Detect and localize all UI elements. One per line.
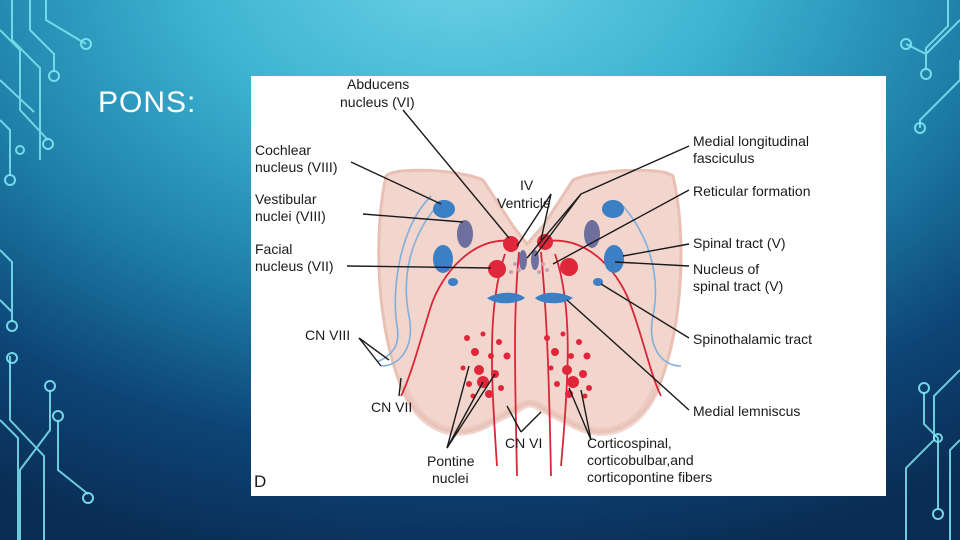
slide-title: PONS: [98, 86, 197, 119]
panel-letter: D [254, 472, 266, 491]
cochlear-nucleus-right [602, 200, 624, 218]
label-mlf-2: fasciculus [693, 150, 754, 166]
cochlear-nucleus-left [433, 200, 455, 218]
label-nucleus-spinal-1: Nucleus of [693, 261, 759, 277]
label-spinothalamic: Spinothalamic tract [693, 331, 812, 347]
mlf-left [519, 250, 527, 270]
label-medial-lemniscus: Medial lemniscus [693, 403, 800, 419]
label-vestibular-1: Vestibular [255, 191, 317, 207]
spinothalamic-left [448, 278, 458, 286]
label-vestibular-2: nuclei (VIII) [255, 208, 326, 224]
spinothalamic-right [593, 278, 603, 286]
label-nucleus-spinal-2: spinal tract (V) [693, 278, 783, 294]
label-ventricle-1: IV [520, 177, 534, 193]
label-cochlear-1: Cochlear [255, 142, 311, 158]
mlf-right [531, 250, 539, 270]
label-facial-1: Facial [255, 241, 292, 257]
label-pontine-2: nuclei [432, 470, 469, 486]
label-cortico-2: corticobulbar,and [587, 452, 694, 468]
spinal-nucleus-left [433, 245, 453, 273]
label-mlf-1: Medial longitudinal [693, 133, 809, 149]
label-cn6: CN VI [505, 435, 542, 451]
abducens-nucleus-left [503, 236, 519, 252]
label-facial-2: nucleus (VII) [255, 258, 334, 274]
label-cochlear-2: nucleus (VIII) [255, 159, 337, 175]
label-cn8: CN VIII [305, 327, 350, 343]
facial-nucleus-right [560, 258, 578, 276]
label-ventricle-2: Ventricle [497, 195, 551, 211]
label-spinal-tract: Spinal tract (V) [693, 235, 786, 251]
label-reticular: Reticular formation [693, 183, 811, 199]
vestibular-nucleus-left [457, 220, 473, 248]
pons-ventral-edge [399, 384, 661, 436]
label-abducens-1: Abducens [347, 76, 409, 92]
spinal-nucleus-right [604, 245, 624, 273]
label-cortico-3: corticopontine fibers [587, 469, 712, 485]
label-cortico-1: Corticospinal, [587, 435, 672, 451]
label-abducens-2: nucleus (VI) [340, 94, 415, 110]
pons-diagram: Abducens nucleus (VI) Cochlear nucleus (… [251, 76, 886, 496]
facial-nucleus-left [488, 260, 506, 278]
label-pontine-1: Pontine [427, 453, 475, 469]
medial-lemniscus-left [487, 292, 525, 304]
vestibular-nucleus-right [584, 220, 600, 248]
medial-lemniscus-right [535, 292, 573, 304]
label-cn7: CN VII [371, 399, 412, 415]
